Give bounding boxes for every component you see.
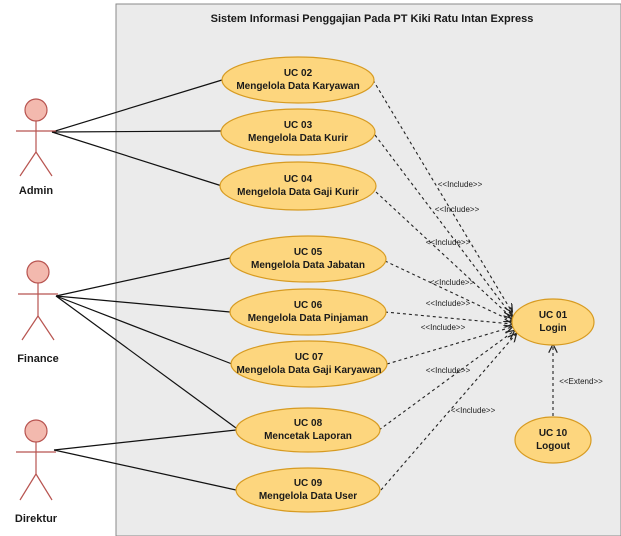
use-case-name: Mencetak Laporan bbox=[264, 431, 352, 442]
use-case-id: UC 09 bbox=[294, 478, 323, 489]
use-case-id: UC 04 bbox=[284, 174, 313, 185]
actor-icon bbox=[24, 98, 48, 122]
actor-label-direktur: Direktur bbox=[15, 513, 58, 525]
relation-labels: <<Include>> <<Include>> <<Include>> <<In… bbox=[421, 180, 603, 415]
use-case-id: UC 06 bbox=[294, 300, 323, 311]
use-case-uc10[interactable]: UC 10 Logout bbox=[514, 416, 592, 464]
association-lines bbox=[51, 79, 237, 491]
use-case-id: UC 10 bbox=[539, 428, 568, 439]
actor-finance[interactable] bbox=[18, 260, 58, 341]
include-label: <<Include>> bbox=[451, 406, 496, 415]
use-case-id: UC 08 bbox=[294, 418, 323, 429]
system-title: Sistem Informasi Penggajian Pada PT Kiki… bbox=[211, 13, 534, 25]
use-case-uc04[interactable]: UC 04 Mengelola Data Gaji Kurir bbox=[219, 161, 377, 211]
include-label: <<Include>> bbox=[430, 278, 475, 287]
actor-icon bbox=[26, 260, 50, 284]
include-label: <<Include>> bbox=[426, 366, 471, 375]
use-case-name: Mengelola Data Karyawan bbox=[236, 81, 359, 92]
use-case-name: Mengelola Data Jabatan bbox=[251, 260, 365, 271]
use-case-uc02[interactable]: UC 02 Mengelola Data Karyawan bbox=[221, 56, 375, 104]
dependency-lines bbox=[372, 79, 553, 491]
use-case-id: UC 03 bbox=[284, 120, 313, 131]
use-case-name: Mengelola Data User bbox=[259, 491, 357, 502]
use-case-uc03[interactable]: UC 03 Mengelola Data Kurir bbox=[220, 108, 376, 156]
use-case-id: UC 05 bbox=[294, 247, 323, 258]
use-case-uc01[interactable]: UC 01 Login bbox=[511, 298, 595, 346]
use-case-id: UC 02 bbox=[284, 68, 313, 79]
use-case-uc06[interactable]: UC 06 Mengelola Data Pinjaman bbox=[229, 288, 387, 336]
use-case-name: Mengelola Data Pinjaman bbox=[248, 313, 369, 324]
include-label: <<Include>> bbox=[426, 238, 471, 247]
include-label: <<Include>> bbox=[426, 299, 471, 308]
use-case-id: UC 07 bbox=[295, 352, 324, 363]
actor-icon bbox=[24, 419, 48, 443]
use-case-name: Mengelola Data Gaji Kurir bbox=[237, 187, 359, 198]
use-case-uc07[interactable]: UC 07 Mengelola Data Gaji Karyawan bbox=[230, 340, 388, 388]
include-label: <<Include>> bbox=[421, 323, 466, 332]
use-case-name: Mengelola Data Gaji Karyawan bbox=[236, 365, 381, 376]
use-case-name: Mengelola Data Kurir bbox=[248, 133, 348, 144]
actor-label-finance: Finance bbox=[17, 353, 59, 365]
use-case-name: Login bbox=[539, 323, 566, 334]
actor-admin[interactable] bbox=[16, 98, 56, 177]
use-case-uc08[interactable]: UC 08 Mencetak Laporan bbox=[235, 407, 381, 453]
use-case-uc09[interactable]: UC 09 Mengelola Data User bbox=[235, 467, 381, 513]
include-label: <<Include>> bbox=[435, 205, 480, 214]
use-case-name: Logout bbox=[536, 441, 571, 452]
use-case-uc05[interactable]: UC 05 Mengelola Data Jabatan bbox=[229, 235, 387, 283]
actor-direktur[interactable] bbox=[16, 419, 56, 501]
use-case-id: UC 01 bbox=[539, 310, 568, 321]
extend-label: <<Extend>> bbox=[559, 377, 603, 386]
actor-label-admin: Admin bbox=[19, 185, 54, 197]
include-label: <<Include>> bbox=[438, 180, 483, 189]
